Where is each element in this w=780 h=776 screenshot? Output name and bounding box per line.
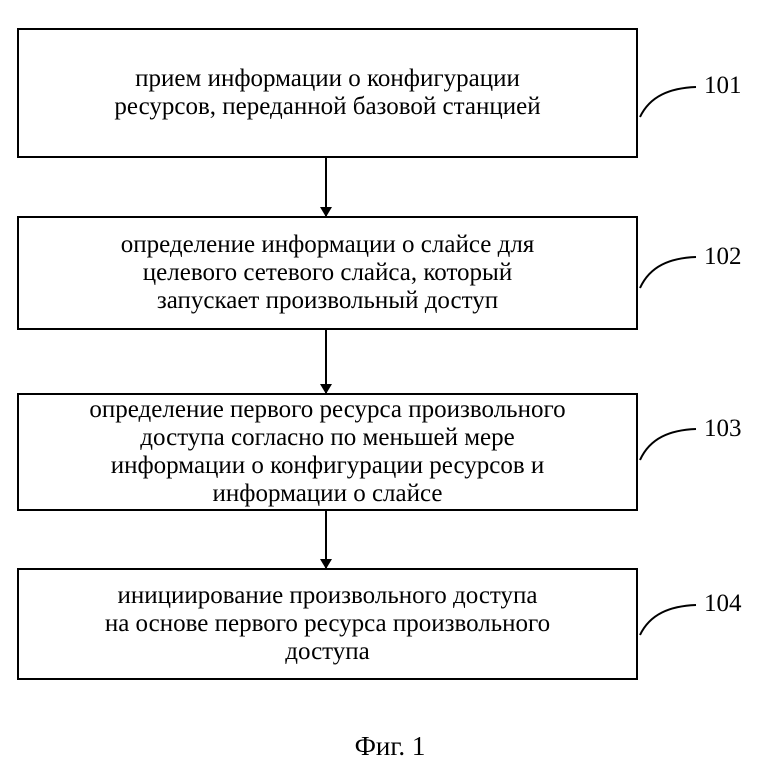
step-text-line: прием информации о конфигурации: [135, 65, 520, 93]
step-text-line: определение информации о слайсе для: [121, 231, 535, 259]
step-text-line: доступа согласно по меньшей мере: [140, 424, 514, 452]
step-text-line: информации о слайсе: [212, 480, 442, 508]
step-label-104: 104: [704, 590, 742, 618]
step-text-line: информации о конфигурации ресурсов и: [111, 452, 545, 480]
step-box-102: определение информации о слайсе для целе…: [17, 216, 638, 330]
step-text-line: целевого сетевого слайса, который: [143, 259, 512, 287]
step-label-102: 102: [704, 243, 742, 271]
leader-line-102: [640, 257, 696, 288]
step-label-103: 103: [704, 415, 742, 443]
step-box-101: прием информации о конфигурации ресурсов…: [17, 28, 638, 158]
figure-caption: Фиг. 1: [0, 731, 780, 761]
leader-line-103: [640, 429, 696, 460]
step-text-line: определение первого ресурса произвольног…: [89, 396, 565, 424]
step-box-103: определение первого ресурса произвольног…: [17, 393, 638, 511]
step-text-line: инициирование произвольного доступа: [117, 582, 537, 610]
leader-line-104: [640, 605, 696, 635]
step-label-101: 101: [704, 72, 742, 100]
step-text-line: на основе первого ресурса произвольного: [105, 610, 550, 638]
leader-line-101: [640, 87, 696, 117]
step-text-line: доступа: [285, 638, 370, 666]
step-text-line: ресурсов, переданной базовой станцией: [114, 93, 540, 121]
step-box-104: инициирование произвольного доступа на о…: [17, 568, 638, 680]
step-text-line: запускает произвольный доступ: [157, 287, 498, 315]
